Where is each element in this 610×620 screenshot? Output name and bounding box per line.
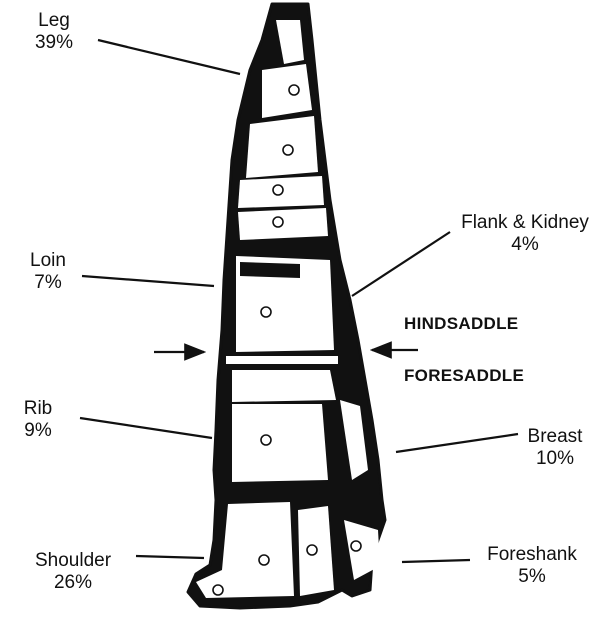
foreshank-percent: 5% <box>474 566 590 588</box>
breast-label: Breast 10% <box>520 426 590 470</box>
leader-line-flank-kidney <box>352 232 450 296</box>
breast-percent: 10% <box>520 448 590 470</box>
flank-kidney-name: Flank & Kidney <box>461 212 589 233</box>
leader-line-rib <box>80 418 212 438</box>
carcass-silhouette <box>188 4 385 608</box>
leader-line-breast <box>396 434 518 452</box>
leader-line-foreshank <box>402 560 470 562</box>
leader-line-leg <box>98 40 240 74</box>
rib-label: Rib 9% <box>8 398 68 442</box>
breast-name: Breast <box>528 426 583 447</box>
flank-kidney-label: Flank & Kidney 4% <box>450 212 600 256</box>
leg-percent: 39% <box>24 32 84 54</box>
shoulder-label: Shoulder 26% <box>20 550 126 594</box>
leg-label: Leg 39% <box>24 10 84 54</box>
flank-kidney-percent: 4% <box>450 234 600 256</box>
loin-name: Loin <box>30 250 66 271</box>
loin-label: Loin 7% <box>18 250 78 294</box>
loin-percent: 7% <box>18 272 78 294</box>
leader-line-shoulder <box>136 556 204 558</box>
shoulder-percent: 26% <box>20 572 126 594</box>
leader-line-loin <box>82 276 214 286</box>
foresaddle-label: FORESADDLE <box>404 366 524 386</box>
shoulder-name: Shoulder <box>35 550 111 571</box>
hindsaddle-label: HINDSADDLE <box>404 314 518 334</box>
rib-name: Rib <box>24 398 53 419</box>
foreshank-label: Foreshank 5% <box>474 544 590 588</box>
leg-name: Leg <box>38 10 70 31</box>
rib-percent: 9% <box>8 420 68 442</box>
foreshank-name: Foreshank <box>487 544 577 565</box>
